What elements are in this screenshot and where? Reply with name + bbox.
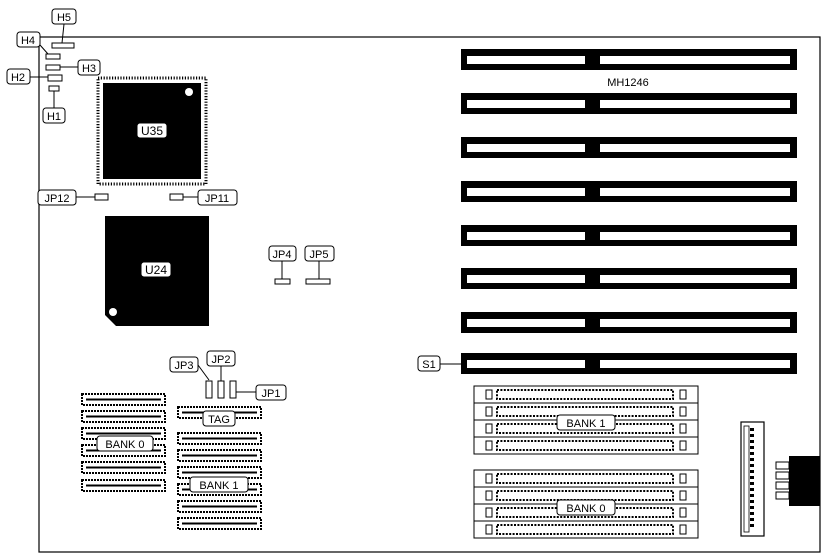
svg-text:JP1: JP1 <box>262 388 281 400</box>
pin1-dot <box>109 308 117 316</box>
expansion-slot <box>461 49 797 70</box>
cache-bank-0-label: BANK 0 <box>105 439 144 451</box>
cache-bank-1: TAG BANK 1 <box>177 406 262 530</box>
expansion-slot <box>461 225 797 246</box>
callout-jp3: JP3 <box>169 356 213 399</box>
callout-jp11: JP11 <box>169 189 238 206</box>
simm-bank-1-label: BANK 1 <box>566 418 605 430</box>
simm-socket <box>473 520 699 539</box>
simm-socket <box>473 436 699 455</box>
simm-bank-0-label: BANK 0 <box>566 503 605 515</box>
u24-label: U24 <box>145 263 167 277</box>
expansion-slot <box>461 268 797 289</box>
simm-socket <box>473 385 699 404</box>
callout-jp5: JP5 <box>304 245 335 285</box>
svg-text:JP4: JP4 <box>273 249 292 261</box>
svg-text:JP11: JP11 <box>205 193 229 205</box>
svg-text:H5: H5 <box>57 12 71 24</box>
callout-jp1: JP1 <box>229 380 287 401</box>
u35-chip: U35 <box>96 76 208 186</box>
cache-chip <box>177 432 262 445</box>
board-outline <box>38 36 821 553</box>
callout-h1: H1 <box>42 91 66 124</box>
expansion-slot <box>461 137 797 158</box>
expansion-slot <box>461 181 797 202</box>
callout-s1: S1 <box>417 355 461 372</box>
callout-h2: H2 <box>6 68 48 85</box>
callout-jp2: JP2 <box>206 350 236 399</box>
cache-chip <box>177 517 262 530</box>
power-connector <box>740 421 765 537</box>
board-id: MH1246 <box>607 77 649 89</box>
svg-text:JP12: JP12 <box>44 193 69 205</box>
svg-text:JP5: JP5 <box>310 249 329 261</box>
simm-socket <box>473 469 699 488</box>
callout-h4: H4 <box>16 31 49 55</box>
tag-label-box <box>202 410 236 427</box>
cache-chip <box>177 500 262 513</box>
simm-bank-1: BANK 1 <box>473 385 699 455</box>
cache-bank-1-label: BANK 1 <box>199 480 238 492</box>
svg-text:JP3: JP3 <box>175 360 194 372</box>
callout-jp12: JP12 <box>37 189 109 206</box>
expansion-slot <box>461 353 797 374</box>
callout-jp4: JP4 <box>268 245 297 285</box>
expansion-slot <box>461 93 797 114</box>
u35-label: U35 <box>141 124 163 138</box>
cache-chip <box>177 466 262 479</box>
cache-chip <box>81 479 166 492</box>
cache-chip <box>81 461 166 474</box>
svg-text:JP2: JP2 <box>212 354 231 366</box>
cache-bank-0: BANK 0 <box>81 393 166 492</box>
tag-label: TAG <box>208 414 230 426</box>
callout-h3: H3 <box>60 59 101 76</box>
expansion-slot <box>461 312 797 333</box>
callout-h5: H5 <box>51 8 77 44</box>
cache-chip <box>81 410 166 423</box>
expansion-slots <box>461 49 797 374</box>
simm-bank-0: BANK 0 <box>473 469 699 539</box>
u24-chip: U24 <box>105 216 209 326</box>
cache-chip <box>177 449 262 462</box>
svg-text:H1: H1 <box>47 111 61 123</box>
pin1-dot <box>185 88 193 96</box>
svg-text:H3: H3 <box>82 63 96 75</box>
cache-chip <box>81 393 166 406</box>
svg-text:H2: H2 <box>11 72 25 84</box>
svg-text:S1: S1 <box>422 359 435 371</box>
svg-text:H4: H4 <box>21 35 35 47</box>
keyboard-connector <box>775 456 820 506</box>
